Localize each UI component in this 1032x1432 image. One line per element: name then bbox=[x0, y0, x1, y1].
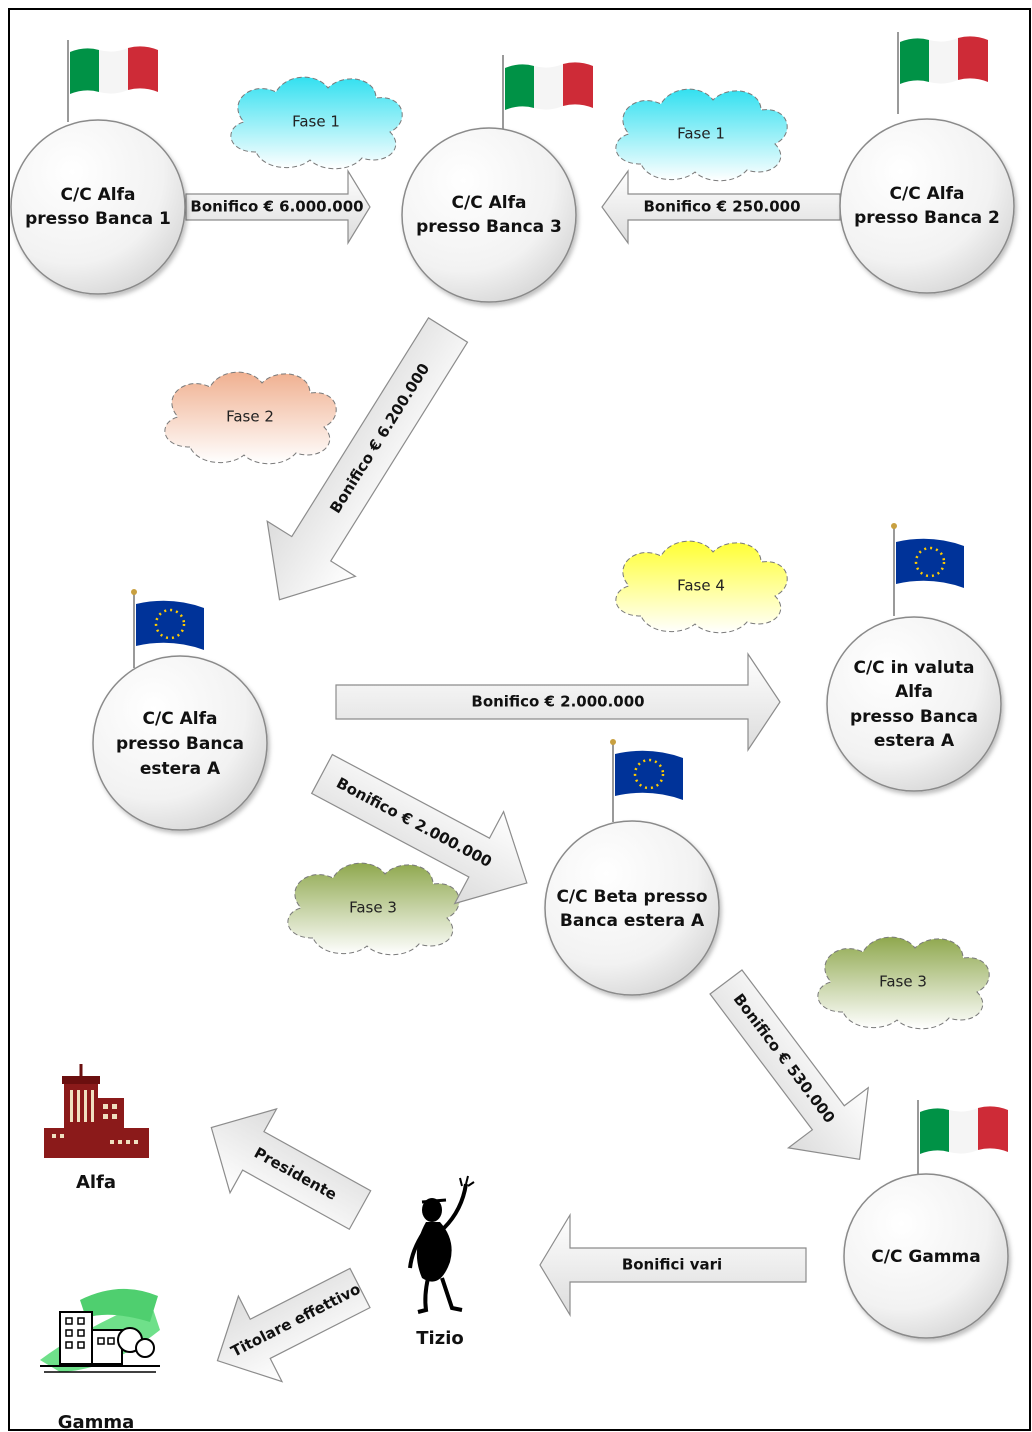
svg-text:Bonifico € 250.000: Bonifico € 250.000 bbox=[643, 198, 800, 216]
phase-cloud-fase2: Fase 2 bbox=[164, 371, 337, 465]
diagram-frame bbox=[8, 8, 1031, 1431]
flag-eu-estera-a bbox=[131, 589, 206, 668]
entity-label-gamma: Gamma bbox=[58, 1412, 135, 1432]
phase-cloud-fase3-left: Fase 3 bbox=[287, 862, 460, 956]
svg-text:Bonifici vari: Bonifici vari bbox=[622, 1256, 722, 1274]
arrow-bonifico-2000000-valuta: Bonifico € 2.000.000 bbox=[335, 652, 781, 752]
flag-italy-banca3 bbox=[502, 55, 593, 130]
person-icon bbox=[408, 1175, 475, 1314]
flag-eu-beta bbox=[610, 739, 685, 822]
entity-label-tizio: Tizio bbox=[416, 1328, 463, 1349]
svg-text:Fase 1: Fase 1 bbox=[677, 125, 725, 143]
svg-text:C/C Gamma: C/C Gamma bbox=[871, 1247, 980, 1267]
svg-text:Bonifico € 6.000.000: Bonifico € 6.000.000 bbox=[190, 198, 363, 216]
svg-text:Bonifico € 2.000.000: Bonifico € 2.000.000 bbox=[333, 774, 494, 871]
office-building-icon bbox=[44, 1064, 149, 1158]
svg-text:Fase 4: Fase 4 bbox=[677, 577, 725, 595]
arrow-titolare-effettivo: Titolare effettivo bbox=[216, 1267, 371, 1383]
entity-label-alfa: Alfa bbox=[76, 1172, 116, 1193]
arrow-presidente: Presidente bbox=[210, 1107, 372, 1231]
arrow-bonifico-6000000: Bonifico € 6.000.000 bbox=[185, 168, 371, 246]
node-cc-gamma: C/C Gamma bbox=[843, 1173, 1009, 1339]
svg-text:Fase 1: Fase 1 bbox=[292, 113, 340, 131]
svg-text:Bonifico € 2.000.000: Bonifico € 2.000.000 bbox=[471, 693, 644, 711]
svg-text:Bonifico € 530.000: Bonifico € 530.000 bbox=[730, 990, 839, 1126]
phase-cloud-fase3-right: Fase 3 bbox=[817, 936, 990, 1030]
svg-text:Fase 3: Fase 3 bbox=[879, 973, 927, 991]
arrow-bonifici-vari: Bonifici vari bbox=[539, 1212, 807, 1318]
flag-italy-gamma bbox=[917, 1100, 1008, 1176]
svg-text:Fase 3: Fase 3 bbox=[349, 899, 397, 917]
svg-text:Fase 2: Fase 2 bbox=[226, 408, 274, 426]
svg-text:Bonifico € 6.200.000: Bonifico € 6.200.000 bbox=[326, 360, 433, 516]
city-buildings-icon bbox=[40, 1288, 160, 1373]
phase-cloud-fase1-left: Fase 1 bbox=[230, 76, 403, 170]
phase-cloud-fase4: Fase 4 bbox=[615, 540, 788, 634]
arrow-bonifico-6200000: Bonifico € 6.200.000 bbox=[266, 316, 469, 601]
arrow-bonifico-250000: Bonifico € 250.000 bbox=[601, 169, 841, 245]
phase-cloud-fase1-right: Fase 1 bbox=[615, 88, 788, 182]
flag-italy-banca1 bbox=[67, 40, 158, 122]
flag-eu-valuta bbox=[891, 523, 966, 616]
flag-italy-banca2 bbox=[897, 32, 988, 114]
